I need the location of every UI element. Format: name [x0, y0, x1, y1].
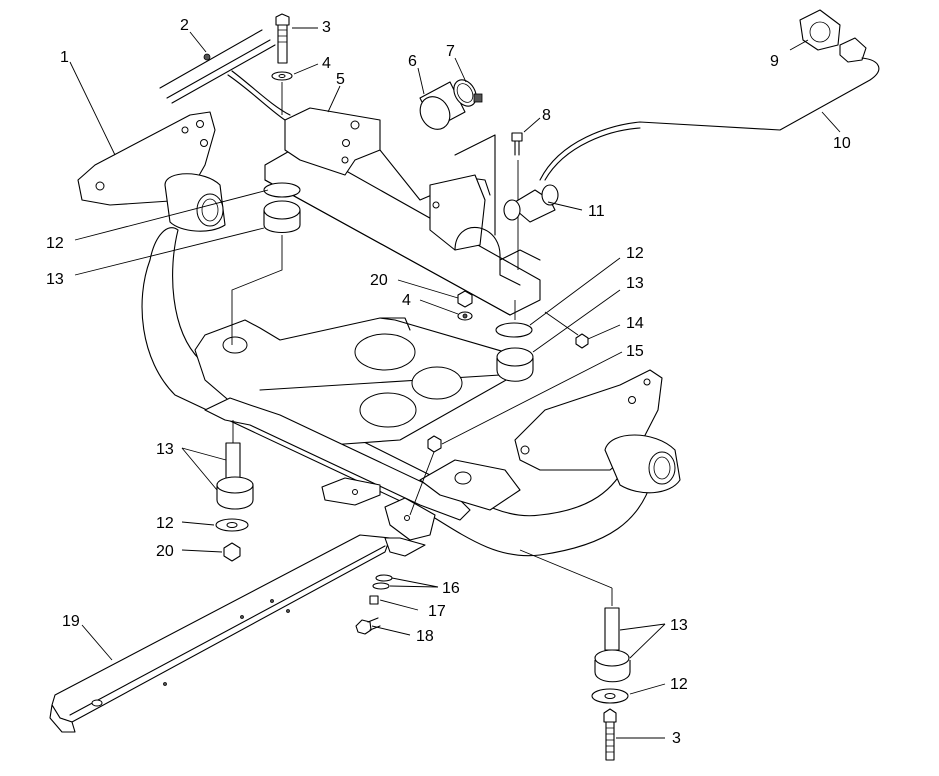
- callout-12-right: 12: [626, 245, 644, 262]
- callout-16: 16: [442, 580, 460, 597]
- callout-labels: 1 2 3 4 5 6 7 8 9 10 11 12 13 20 4 12 13…: [46, 17, 851, 747]
- callout-18: 18: [416, 628, 434, 645]
- leader-lines: [69, 27, 841, 739]
- hydraulic-line: [539, 9, 880, 181]
- front-crossmember: [204, 397, 471, 541]
- bolt-and-fitting: [499, 132, 559, 270]
- callout-13: 13: [46, 271, 64, 288]
- callout-12-lower-left: 12: [156, 515, 174, 532]
- callout-13-lower-right: 13: [670, 617, 688, 634]
- callout-4: 4: [322, 55, 331, 72]
- callout-1: 1: [60, 49, 69, 66]
- center-fasteners: [457, 290, 473, 321]
- upper-right-isolator: [495, 300, 589, 382]
- callout-10: 10: [833, 135, 851, 152]
- center-plate: [194, 317, 516, 446]
- lower-left-isolator: [215, 420, 254, 562]
- callout-6: 6: [408, 53, 417, 70]
- callout-15: 15: [626, 343, 644, 360]
- callout-12: 12: [46, 235, 64, 252]
- callout-13-right: 13: [626, 275, 644, 292]
- callout-4-center: 4: [402, 292, 411, 309]
- callout-19: 19: [62, 613, 80, 630]
- callout-13-lower-left: 13: [156, 441, 174, 458]
- upper-left-isolator: [231, 182, 301, 345]
- left-mount-bracket: [77, 111, 226, 232]
- callout-5: 5: [336, 71, 345, 88]
- top-bolt: [271, 13, 293, 115]
- callout-3-lower: 3: [672, 730, 681, 747]
- callout-9: 9: [770, 53, 779, 70]
- upper-rail: [159, 29, 291, 121]
- callout-3: 3: [322, 19, 331, 36]
- sleeve-and-clamp: [419, 79, 496, 236]
- callout-8: 8: [542, 107, 551, 124]
- side-rail: [49, 534, 426, 733]
- right-mount-bracket: [419, 369, 681, 511]
- callout-14: 14: [626, 315, 644, 332]
- lower-right-isolator: [519, 549, 631, 761]
- rail-fasteners: [355, 574, 393, 635]
- callout-12-lower-right: 12: [670, 676, 688, 693]
- callout-20-lower-left: 20: [156, 543, 174, 560]
- callout-17: 17: [428, 603, 446, 620]
- callout-11: 11: [588, 203, 605, 220]
- callout-7: 7: [446, 43, 455, 60]
- callout-2: 2: [180, 17, 189, 34]
- nut-15: [409, 435, 442, 516]
- callout-20: 20: [370, 272, 388, 289]
- cross-bracket: [264, 107, 541, 316]
